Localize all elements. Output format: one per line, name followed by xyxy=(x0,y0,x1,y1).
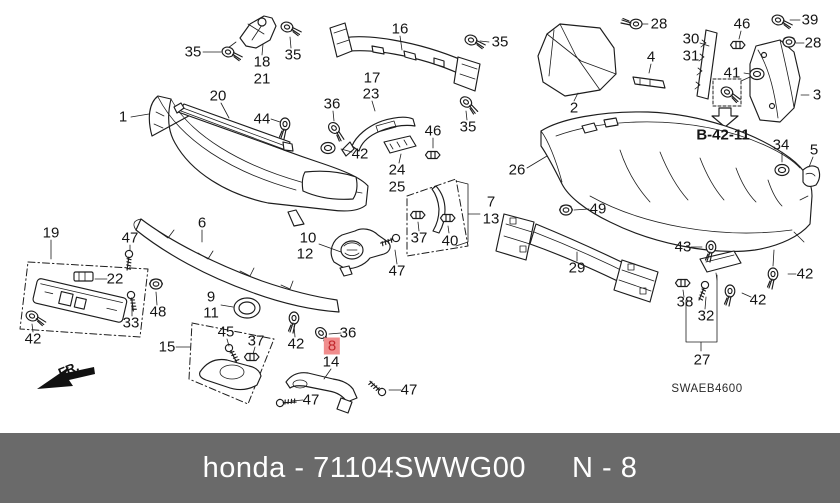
part-label-21: 21 xyxy=(253,70,271,88)
license-garnish-callout-box xyxy=(19,261,149,338)
down-arrow-icon xyxy=(711,107,739,128)
part-label-44: 44 xyxy=(253,110,271,128)
part-label-37: 37 xyxy=(410,229,428,247)
part-label-48: 48 xyxy=(149,303,167,321)
fastener-callout-box xyxy=(712,76,751,107)
part-label-38: 38 xyxy=(676,293,694,311)
part-label-42: 42 xyxy=(749,291,767,309)
small-bracket-24-25 xyxy=(383,135,417,154)
part-label-25: 25 xyxy=(388,178,406,196)
part-label-16: 16 xyxy=(391,20,409,38)
part-label-49: 49 xyxy=(589,200,607,218)
part-label-30: 30 xyxy=(682,30,700,48)
part-label-46: 46 xyxy=(733,15,751,33)
part-label-6: 6 xyxy=(197,214,207,232)
part-label-42: 42 xyxy=(796,265,814,283)
part-label-2: 2 xyxy=(569,99,579,117)
diagram-code-watermark: SWAEB4600 xyxy=(671,383,743,395)
part-label-23: 23 xyxy=(362,85,380,103)
part-label-37: 37 xyxy=(247,332,265,350)
part-label-36: 36 xyxy=(323,95,341,113)
curved-stay xyxy=(431,185,446,234)
side-spat-panel xyxy=(537,23,617,97)
part-label-15: 15 xyxy=(158,338,176,356)
part-label-22: 22 xyxy=(106,270,124,288)
part-label-10: 10 xyxy=(299,229,317,247)
part-label-42: 42 xyxy=(24,330,42,348)
leader-lines xyxy=(31,19,814,402)
lower-garnish-band xyxy=(133,218,340,313)
rear-beam xyxy=(495,213,659,303)
part-label-47: 47 xyxy=(400,381,418,399)
part-label-26: 26 xyxy=(508,161,526,179)
part-label-7: 7 xyxy=(486,193,496,211)
part-label-28: 28 xyxy=(804,34,822,52)
rear-bumper xyxy=(540,111,813,267)
part-label-45: 45 xyxy=(217,323,235,341)
part-label-5: 5 xyxy=(809,141,819,159)
part-label-b-42-11: B-42-11 xyxy=(696,126,750,144)
part-label-41: 41 xyxy=(723,64,741,82)
corner-bracket-5 xyxy=(802,165,821,188)
part-label-35: 35 xyxy=(491,33,509,51)
beam-stay-bracket xyxy=(341,116,416,157)
part-label-47: 47 xyxy=(388,262,406,280)
part-label-19: 19 xyxy=(42,224,60,242)
part-label-40: 40 xyxy=(441,232,459,250)
part-label-32: 32 xyxy=(697,307,715,325)
part-label-31: 31 xyxy=(682,47,700,65)
part-label-36: 36 xyxy=(339,324,357,342)
part-label-20: 20 xyxy=(209,87,227,105)
part-label-35: 35 xyxy=(459,118,477,136)
part-label-27: 27 xyxy=(693,351,711,369)
part-label-42: 42 xyxy=(351,145,369,163)
front-direction-arrow xyxy=(37,367,95,389)
part-label-47: 47 xyxy=(302,391,320,409)
exploded-parts-diagram xyxy=(19,13,821,414)
part-label-18: 18 xyxy=(253,53,271,71)
part-label-8: 8 xyxy=(323,337,341,355)
bracket-27-callout xyxy=(685,274,718,352)
part-label-46: 46 xyxy=(424,122,442,140)
part-label-33: 33 xyxy=(122,314,140,332)
fog-bracket-assembly xyxy=(330,228,391,277)
part-label-11: 11 xyxy=(203,304,219,322)
part-label-43: 43 xyxy=(674,238,692,256)
license-plate-garnish xyxy=(32,278,128,323)
part-label-35: 35 xyxy=(184,43,202,61)
bumper-garnish-strip xyxy=(173,102,294,152)
part-number-caption: honda - 71104SWWG00 xyxy=(202,451,526,484)
stay-callout-box-7-13 xyxy=(406,178,481,257)
side-bracket-14 xyxy=(285,372,358,414)
part-label-14: 14 xyxy=(322,353,340,371)
part-label-4: 4 xyxy=(646,48,656,66)
bumper-beam xyxy=(329,22,481,92)
part-label-35: 35 xyxy=(284,46,302,64)
part-label-34: 34 xyxy=(772,136,790,154)
part-label-39: 39 xyxy=(801,11,819,29)
grommet-ring-9-11 xyxy=(233,297,261,319)
part-label-12: 12 xyxy=(296,245,314,263)
serrated-stiffener-30-31 xyxy=(694,29,718,100)
part-label-42: 42 xyxy=(287,335,305,353)
part-label-47: 47 xyxy=(121,229,139,247)
part-label-9: 9 xyxy=(206,288,216,306)
caption-banner: honda - 71104SWWG00 N - 8 xyxy=(0,433,840,503)
garnish-strip-4 xyxy=(632,76,666,89)
page-reference-caption: N - 8 xyxy=(571,451,638,484)
clip-strip-22 xyxy=(73,271,94,282)
part-label-1: 1 xyxy=(118,108,128,126)
sensor-bracket-assembly xyxy=(227,15,277,49)
part-label-3: 3 xyxy=(812,86,822,104)
part-label-29: 29 xyxy=(568,259,586,277)
bracket-callout-box-15 xyxy=(188,322,275,405)
part-label-24: 24 xyxy=(388,161,406,179)
part-label-28: 28 xyxy=(650,15,668,33)
part-label-13: 13 xyxy=(482,210,500,228)
part-label-17: 17 xyxy=(363,69,381,87)
fastener-icons xyxy=(23,13,797,411)
side-bracket-15 xyxy=(199,358,262,391)
